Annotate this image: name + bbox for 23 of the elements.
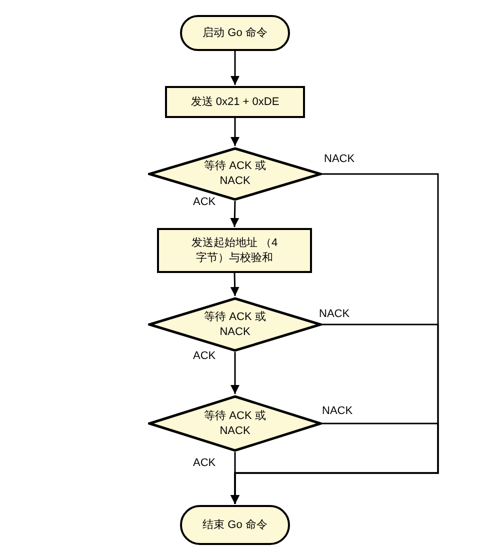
node-text: 发送起始地址 （4 字节）与校验和 <box>190 236 279 266</box>
node-text: 启动 Go 命令 <box>202 26 268 40</box>
terminal-box <box>180 505 290 545</box>
terminal-box <box>180 15 290 51</box>
node-text: 等待 ACK 或 NACK <box>203 159 267 189</box>
node-text: 等待 ACK 或 NACK <box>203 408 267 438</box>
arrow <box>230 352 240 394</box>
arrow <box>230 272 240 296</box>
node-text: 等待 ACK 或 NACK <box>203 310 267 340</box>
process-box <box>157 228 312 273</box>
edge-label: NACK <box>318 309 351 320</box>
edge-label: ACK <box>192 458 217 469</box>
node-text: 发送 0x21 + 0xDE <box>190 94 280 110</box>
edge-label: NACK <box>321 406 354 417</box>
arrow <box>230 200 240 228</box>
arrow <box>230 422 439 504</box>
arrow <box>230 51 240 85</box>
edge-label: ACK <box>192 197 217 208</box>
process-box <box>165 86 305 118</box>
edge-label: NACK <box>323 154 356 165</box>
arrow <box>230 118 240 146</box>
node-text: 结束 Go 命令 <box>202 518 268 532</box>
edge-label: ACK <box>192 351 217 362</box>
